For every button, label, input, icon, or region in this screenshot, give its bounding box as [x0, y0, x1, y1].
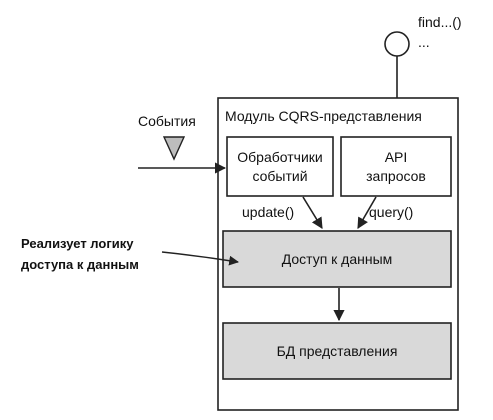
endpoint-ellipsis: ... [418, 34, 430, 50]
endpoint-method-label: find...() [418, 14, 462, 30]
update-call-label: update() [242, 204, 294, 220]
query-arrow [357, 196, 377, 229]
query-api-label-line2: запросов [366, 168, 426, 184]
view-database-box [222, 322, 452, 380]
data-access-box [222, 230, 452, 288]
event-handlers-label-line2: событий [252, 168, 307, 184]
event-triangle-icon [162, 136, 186, 161]
data-access-label: Доступ к данным [282, 251, 393, 267]
query-api-box [340, 136, 452, 197]
module-title: Модуль CQRS-представления [225, 108, 422, 124]
view-database-label: БД представления [277, 343, 398, 359]
event-handlers-box [226, 136, 334, 197]
query-call-label: query() [369, 204, 413, 220]
annotation-line2: доступа к данным [21, 257, 139, 272]
event-handlers-label-line1: Обработчики [237, 149, 322, 165]
events-label: События [138, 113, 196, 129]
annotation-arrow [161, 251, 239, 266]
update-arrow [302, 196, 323, 229]
annotation-line1: Реализует логику [21, 236, 134, 251]
api-endpoint-circle [384, 31, 410, 57]
query-api-label-line1: API [385, 149, 408, 165]
